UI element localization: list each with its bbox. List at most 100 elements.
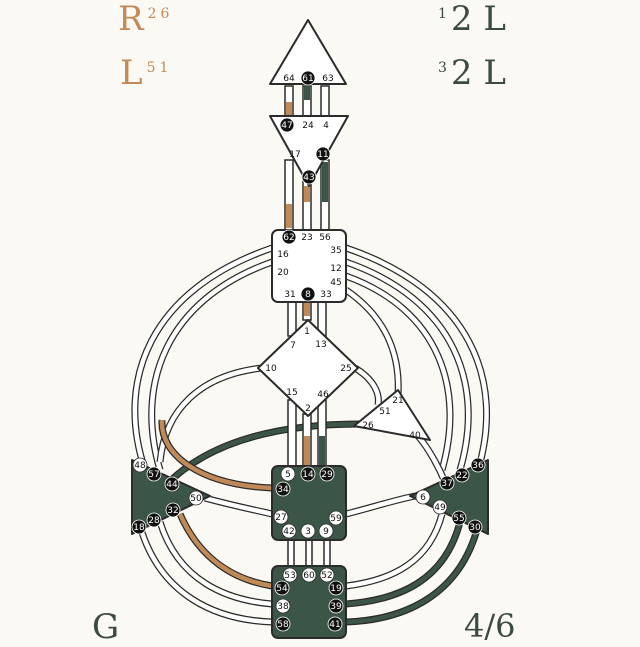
gate-20-label: 20 <box>277 268 289 278</box>
channel-63-4 <box>320 85 330 121</box>
gate-8-label: 8 <box>305 290 311 300</box>
gate-27-label: 27 <box>275 513 286 523</box>
gate-39-label: 39 <box>330 602 342 612</box>
channel-17-62-design <box>286 204 292 228</box>
gate-44-marker <box>164 476 180 492</box>
design-sun-letter: R <box>118 0 144 39</box>
gate-5-label: 5 <box>285 470 291 480</box>
gate-59-marker <box>328 510 344 526</box>
channel-40-37-fill <box>416 434 448 483</box>
channels <box>131 85 491 626</box>
gate-54-marker <box>274 580 290 596</box>
gate-48-label: 48 <box>134 461 146 471</box>
channel-8-1-design <box>304 302 310 316</box>
gate-38-label: 38 <box>277 602 289 612</box>
design-earth-gate: 5 <box>146 60 156 76</box>
gate-14-label: 14 <box>302 470 314 480</box>
gate-52-label: 52 <box>321 571 332 581</box>
gate-52-marker <box>319 567 335 583</box>
channel-3-60 <box>305 539 313 567</box>
gate-34-marker <box>275 481 291 497</box>
gate-22-marker <box>454 467 470 483</box>
gate-27-marker <box>273 509 289 525</box>
personality-sun-a: 1 <box>438 6 447 22</box>
gate-56-label: 56 <box>319 233 331 243</box>
gate-33-label: 33 <box>320 290 331 300</box>
gate-55-marker <box>451 510 467 526</box>
channel-64-47-design <box>286 102 292 120</box>
channel-throat-sp-mid-fill <box>345 259 471 471</box>
channel-30-41-fill <box>345 525 481 625</box>
personality-earth-letter: L <box>483 53 506 93</box>
gate-12-label: 12 <box>330 264 341 274</box>
channel-42-53 <box>287 539 295 567</box>
gate-26-label: 26 <box>362 421 374 431</box>
gate-38-marker <box>275 598 291 614</box>
gate-17-label: 17 <box>289 150 300 160</box>
gate-3-label: 3 <box>305 527 311 537</box>
channel-15-5 <box>287 399 297 469</box>
throat-center <box>271 229 347 303</box>
gate-14-marker <box>300 466 316 482</box>
gate-53-label: 53 <box>284 571 295 581</box>
design-sun-line: 6 <box>160 6 170 22</box>
gate-9-label: 9 <box>323 527 329 537</box>
gate-60-label: 60 <box>303 571 315 581</box>
gate-49-label: 49 <box>434 503 446 513</box>
gate-48-marker <box>132 457 148 473</box>
gate-51-label: 51 <box>379 407 390 417</box>
gate-41-label: 41 <box>329 620 340 630</box>
gate-44-label: 44 <box>166 480 178 490</box>
gate-58-label: 58 <box>277 620 289 630</box>
gate-4-label: 4 <box>323 121 329 131</box>
gate-11-label: 11 <box>317 150 328 160</box>
gate-37-label: 37 <box>441 479 452 489</box>
gate-22-label: 22 <box>456 471 467 481</box>
channel-25-51-fill <box>353 366 381 406</box>
personality-earth-a: 3 <box>438 60 447 76</box>
gate-8-marker <box>300 286 316 302</box>
gate-6-label: 6 <box>420 493 426 503</box>
design-earth-line: 1 <box>159 60 169 76</box>
gate-32-marker <box>165 502 181 518</box>
gate-47-marker <box>279 117 295 133</box>
gate-2-label: 2 <box>305 404 311 414</box>
gate-9-marker <box>318 523 334 539</box>
channel-31-7 <box>287 299 297 337</box>
gate-29-label: 29 <box>321 470 333 480</box>
gate-43-marker <box>301 169 317 185</box>
channel-throat-sp-outer-fill <box>345 245 489 471</box>
gate-10-label: 10 <box>265 364 277 374</box>
heart-center <box>353 389 431 441</box>
gate-13-label: 13 <box>315 340 326 350</box>
gate-21-label: 21 <box>392 396 403 406</box>
gate-64-label: 64 <box>283 74 295 84</box>
gate-62-marker <box>281 229 297 245</box>
gate-28-label: 28 <box>148 516 160 526</box>
gate-55-label: 55 <box>453 514 464 524</box>
gate-29-marker <box>319 466 335 482</box>
personality-sun-letter: L <box>483 0 506 39</box>
gate-57-marker <box>146 466 162 482</box>
gate-30-marker <box>467 519 483 535</box>
gate-39-marker <box>328 598 344 614</box>
gate-11-marker <box>315 146 331 162</box>
design-sun-gate: 2 <box>147 6 157 22</box>
gate-18-marker <box>131 519 147 535</box>
gate-6-marker <box>415 489 431 505</box>
channel-61-24-personality <box>304 86 310 100</box>
root-center <box>271 565 347 639</box>
gate-61-marker <box>300 70 316 86</box>
gate-25-label: 25 <box>340 364 351 374</box>
gate-61-label: 61 <box>302 74 313 84</box>
gate-24-label: 24 <box>302 121 314 131</box>
channel-9-52 <box>323 539 331 567</box>
gate-37-marker <box>439 475 455 491</box>
gate-36-marker <box>470 457 486 473</box>
gate-36-label: 36 <box>472 461 484 471</box>
gate-19-label: 19 <box>330 584 342 594</box>
